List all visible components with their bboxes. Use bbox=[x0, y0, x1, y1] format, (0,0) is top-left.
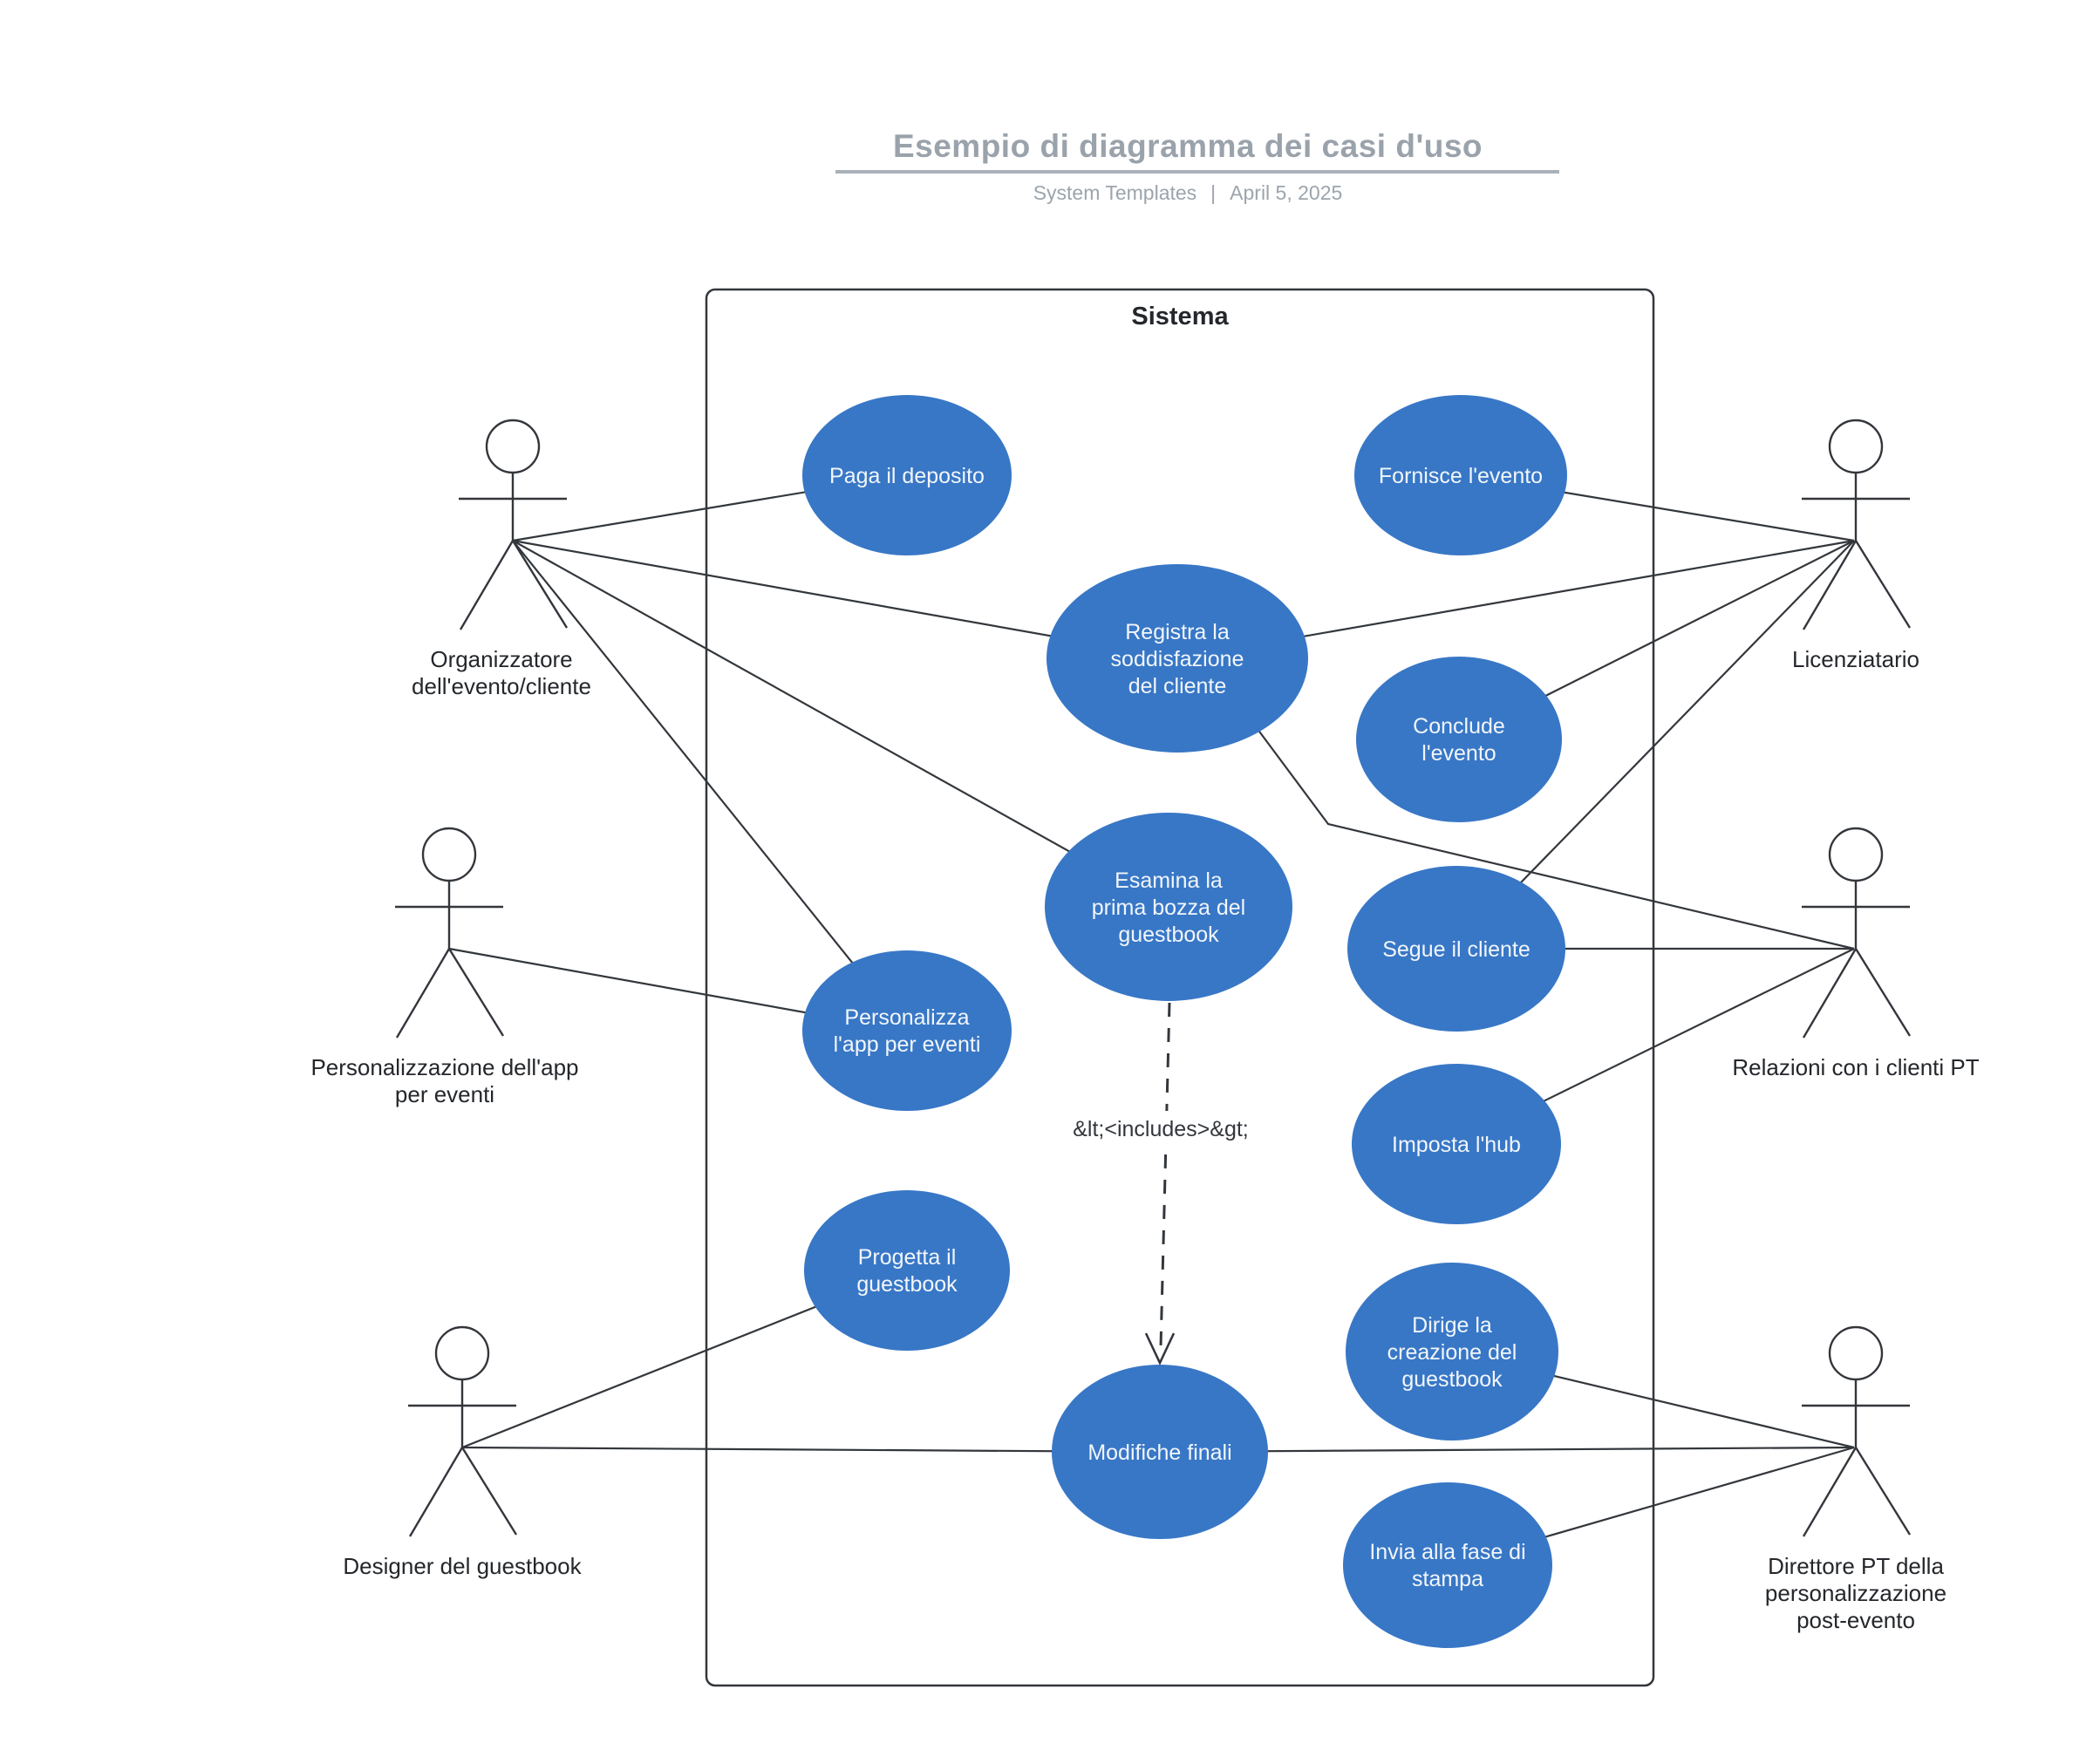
actor-leg-left-icon bbox=[1802, 1447, 1858, 1537]
usecase-label: Segue il cliente bbox=[1382, 937, 1531, 962]
usecase-ellipse bbox=[1354, 395, 1567, 555]
include-dashed-line bbox=[1159, 1002, 1171, 1348]
include-relationship: &lt;<includes>&gt; bbox=[1060, 1002, 1261, 1366]
actor-designer-guestbook: Designer del guestbook bbox=[343, 1325, 583, 1579]
actor-label: Relazioni con i clienti PT bbox=[1732, 1054, 1979, 1080]
actor-leg-right-icon bbox=[511, 540, 569, 629]
usecase-imposta-hub: Imposta l'hub bbox=[1352, 1064, 1561, 1224]
usecase-ellipse bbox=[1352, 1064, 1561, 1224]
actor-head-icon bbox=[1828, 1325, 1884, 1381]
usecase-ellipse bbox=[1347, 866, 1565, 1032]
page-subtitle: System Templates | April 5, 2025 bbox=[1033, 181, 1343, 204]
usecase-ellipse bbox=[1046, 564, 1308, 753]
usecase-ellipse bbox=[1356, 657, 1562, 822]
assoc-organizzatore-personalizza-app bbox=[512, 540, 908, 1032]
actor-leg-left-icon bbox=[395, 948, 451, 1039]
actor-leg-right-icon bbox=[460, 1447, 518, 1536]
usecase-ellipse bbox=[804, 1190, 1010, 1351]
actor-label: Licenziatario bbox=[1792, 646, 1919, 672]
subtitle-source: System Templates bbox=[1033, 181, 1196, 204]
actor-leg-left-icon bbox=[1802, 948, 1858, 1039]
assoc-registra-soddisfazione-relazioni bbox=[1246, 714, 1855, 950]
actor-licenziatario: Licenziatario bbox=[1792, 419, 1919, 672]
include-label: &lt;<includes>&gt; bbox=[1073, 1117, 1249, 1141]
system-boundary-label: Sistema bbox=[1131, 303, 1229, 330]
usecase-paga-deposito: Paga il deposito bbox=[802, 395, 1012, 555]
actor-leg-right-icon bbox=[1854, 1447, 1912, 1536]
include-label-background bbox=[1060, 1111, 1261, 1146]
actor-head-icon bbox=[421, 827, 477, 882]
actor-head-icon bbox=[434, 1325, 490, 1381]
usecase-modifiche-finali: Modifiche finali bbox=[1052, 1365, 1268, 1539]
usecase-label: Paga il deposito bbox=[829, 464, 985, 488]
usecase-ellipse bbox=[1346, 1263, 1558, 1440]
assoc-modifiche-finali-direttore bbox=[1159, 1446, 1855, 1454]
usecase-fornisce-evento: Fornisce l'evento bbox=[1354, 395, 1567, 555]
usecase-segue-cliente: Segue il cliente bbox=[1347, 866, 1565, 1032]
usecase-label: Fornisce l'evento bbox=[1379, 464, 1543, 488]
actor-relazioni-clienti-pt: Relazioni con i clienti PT bbox=[1732, 827, 1980, 1080]
actor-leg-left-icon bbox=[1802, 540, 1858, 630]
usecase-label: Imposta l'hub bbox=[1392, 1133, 1521, 1157]
usecase-ellipse bbox=[1052, 1365, 1268, 1539]
actor-head-icon bbox=[485, 419, 541, 474]
actor-leg-right-icon bbox=[1854, 948, 1912, 1037]
usecase-ellipse bbox=[1045, 813, 1292, 1001]
usecase-ellipse bbox=[802, 950, 1012, 1111]
usecase-ellipse bbox=[802, 395, 1012, 555]
actor-leg-right-icon bbox=[447, 948, 505, 1037]
subtitle-date: April 5, 2025 bbox=[1230, 181, 1342, 204]
include-arrowhead-icon bbox=[1144, 1332, 1176, 1366]
actor-label: Designer del guestbook bbox=[343, 1553, 582, 1579]
actor-head-icon bbox=[1828, 827, 1884, 882]
actor-head-icon bbox=[1828, 419, 1884, 474]
system-boundary-box bbox=[705, 288, 1655, 1687]
assoc-segue-cliente-licenziatario bbox=[1456, 540, 1855, 950]
actor-leg-right-icon bbox=[1854, 540, 1912, 629]
header: Esempio di diagramma dei casi d'uso Syst… bbox=[835, 128, 1559, 204]
usecase-ellipse bbox=[1343, 1482, 1552, 1648]
title-underline bbox=[835, 170, 1559, 174]
assoc-organizzatore-esamina-bozza bbox=[512, 540, 1169, 908]
page-title: Esempio di diagramma dei casi d'uso bbox=[893, 128, 1483, 164]
actor-leg-left-icon bbox=[408, 1447, 464, 1537]
system-boundary: Sistema bbox=[705, 288, 1655, 1687]
actor-leg-left-icon bbox=[459, 540, 515, 630]
usecase-label: Modifiche finali bbox=[1087, 1440, 1231, 1465]
subtitle-separator: | bbox=[1210, 181, 1216, 204]
assoc-designer-modifiche-finali bbox=[461, 1446, 1161, 1454]
